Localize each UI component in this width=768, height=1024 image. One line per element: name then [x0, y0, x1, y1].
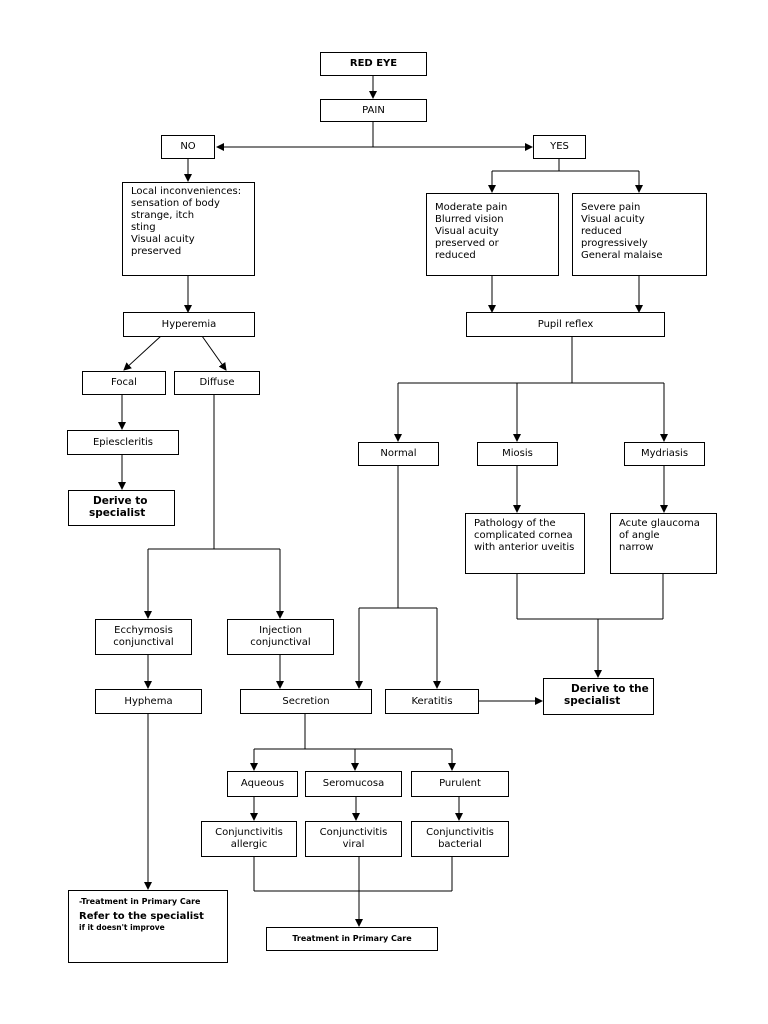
node-acute-glaucoma: Acute glaucoma of angle narrow	[610, 513, 717, 574]
local-line-3: strange, itch	[131, 210, 195, 221]
injection-line-1: Injection	[259, 625, 302, 636]
ecchymosis-line-2: conjunctival	[113, 637, 174, 648]
derive2-line-2: specialist	[564, 695, 621, 707]
moderate-line-3: Visual acuity	[435, 226, 499, 237]
node-local-inconveniences: Local inconveniences: sensation of body …	[122, 182, 255, 276]
node-conjunctivitis-bacterial: Conjunctivitis bacterial	[411, 821, 509, 857]
treatment-refer-line-2: Refer to the specialist	[79, 911, 204, 922]
moderate-line-1: Moderate pain	[435, 202, 508, 213]
node-hyphema: Hyphema	[95, 689, 202, 714]
node-mydriasis: Mydriasis	[624, 442, 705, 466]
treatment-refer-line-1: -Treatment in Primary Care	[79, 897, 201, 906]
node-keratitis: Keratitis	[385, 689, 479, 714]
severe-line-5: General malaise	[581, 250, 663, 261]
treatment-refer-line-3: if it doesn't improve	[79, 923, 165, 932]
moderate-line-5: reduced	[435, 250, 476, 261]
node-no: NO	[161, 135, 215, 159]
glaucoma-line-1: Acute glaucoma	[619, 518, 700, 529]
node-diffuse: Diffuse	[174, 371, 260, 395]
node-treatment-primary-care: Treatment in Primary Care	[266, 927, 438, 951]
node-treatment-refer-specialist: -Treatment in Primary Care Refer to the …	[68, 890, 228, 963]
local-line-4: sting	[131, 222, 156, 233]
glaucoma-line-2: of angle	[619, 530, 660, 541]
pathology-line-3: with anterior uveitis	[474, 542, 575, 553]
glaucoma-line-3: narrow	[619, 542, 654, 553]
injection-line-2: conjunctival	[250, 637, 311, 648]
severe-line-3: reduced	[581, 226, 622, 237]
bacterial-line-1: Conjunctivitis	[426, 827, 494, 838]
allergic-line-2: allergic	[230, 839, 268, 850]
node-aqueous: Aqueous	[227, 771, 298, 797]
moderate-line-2: Blurred vision	[435, 214, 504, 225]
local-line-2: sensation of body	[131, 198, 220, 209]
node-seromucosa: Seromucosa	[305, 771, 402, 797]
node-red-eye: RED EYE	[320, 52, 427, 76]
local-line-5: Visual acuity	[131, 234, 195, 245]
node-hyperemia: Hyperemia	[123, 312, 255, 337]
node-pupil-reflex: Pupil reflex	[466, 312, 665, 337]
local-line-6: preserved	[131, 246, 182, 257]
viral-line-2: viral	[342, 839, 365, 850]
node-injection-conjunctival: Injection conjunctival	[227, 619, 334, 655]
pathology-line-1: Pathology of the	[474, 518, 556, 529]
viral-line-1: Conjunctivitis	[319, 827, 388, 838]
node-normal: Normal	[358, 442, 439, 466]
pathology-line-2: complicated cornea	[474, 530, 573, 541]
ecchymosis-line-1: Ecchymosis	[114, 625, 173, 636]
node-purulent: Purulent	[411, 771, 509, 797]
arrow-hyperemia-diffuse	[201, 335, 227, 371]
moderate-line-4: preserved or	[435, 238, 499, 249]
node-moderate-pain: Moderate pain Blurred vision Visual acui…	[426, 193, 559, 276]
node-yes: YES	[533, 135, 586, 159]
node-pain: PAIN	[320, 99, 427, 122]
node-episcleritis: Epiescleritis	[67, 430, 179, 455]
severe-line-1: Severe pain	[581, 202, 641, 213]
arrow-hyperemia-focal	[123, 335, 162, 371]
node-derive-specialist-1: Derive to specialist	[68, 490, 175, 526]
bacterial-line-2: bacterial	[438, 839, 482, 850]
derive1-line-1: Derive to	[93, 495, 148, 507]
derive1-line-2: specialist	[89, 507, 146, 519]
node-severe-pain: Severe pain Visual acuity reduced progre…	[572, 193, 707, 276]
node-secretion: Secretion	[240, 689, 372, 714]
allergic-line-1: Conjunctivitis	[215, 827, 283, 838]
node-focal: Focal	[82, 371, 166, 395]
node-derive-specialist-2: Derive to the specialist	[543, 678, 654, 715]
node-miosis: Miosis	[477, 442, 558, 466]
node-ecchymosis-conjunctival: Ecchymosis conjunctival	[95, 619, 192, 655]
severe-line-2: Visual acuity	[581, 214, 645, 225]
node-pathology-cornea: Pathology of the complicated cornea with…	[465, 513, 585, 574]
node-conjunctivitis-viral: Conjunctivitis viral	[305, 821, 402, 857]
local-line-1: Local inconveniences:	[131, 186, 242, 197]
node-conjunctivitis-allergic: Conjunctivitis allergic	[201, 821, 297, 857]
severe-line-4: progressively	[581, 238, 648, 249]
derive2-line-1: Derive to the	[571, 683, 649, 695]
